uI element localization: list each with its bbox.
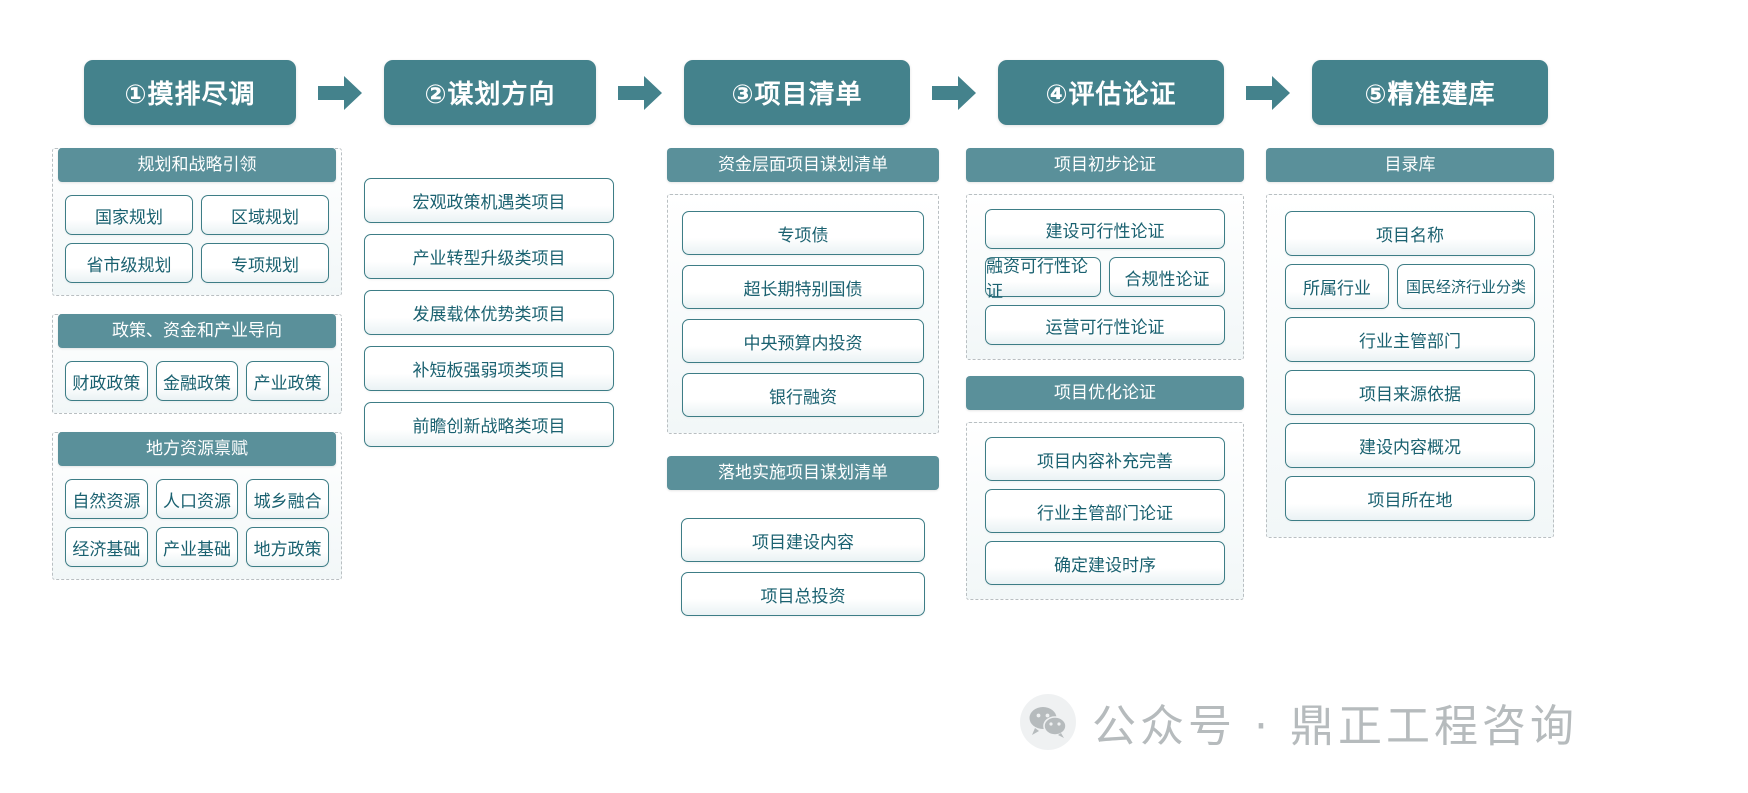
- cell-row: 项目所在地: [1285, 476, 1535, 521]
- item-cell[interactable]: 项目建设内容: [681, 518, 925, 562]
- item-cell[interactable]: 中央预算内投资: [682, 319, 924, 363]
- item-cell[interactable]: 人口资源: [155, 479, 239, 519]
- cell-row: 行业主管部门论证: [985, 489, 1225, 533]
- group-planning-directions: 宏观政策机遇类项目 产业转型升级类项目 发展载体优势类项目 补短板强弱项类项目 …: [364, 178, 614, 447]
- item-cell[interactable]: 前瞻创新战略类项目: [364, 402, 614, 447]
- right-arrow-icon: [1242, 72, 1294, 114]
- item-cell[interactable]: 发展载体优势类项目: [364, 290, 614, 335]
- cell-row: 行业主管部门: [1285, 317, 1535, 362]
- stage-header-5[interactable]: ⑤精准建库: [1312, 60, 1548, 125]
- item-cell[interactable]: 所属行业: [1285, 264, 1389, 309]
- column-4: 项目初步论证 建设可行性论证 融资可行性论证 合规性论证 运营可行性论证 项目优…: [966, 148, 1244, 614]
- cell-row: 项目内容补充完善: [985, 437, 1225, 481]
- item-cell[interactable]: 超长期特别国债: [682, 265, 924, 309]
- right-arrow-icon: [314, 72, 366, 114]
- cell-row: 建设可行性论证: [985, 209, 1225, 249]
- cell-row: 融资可行性论证 合规性论证: [985, 257, 1225, 301]
- stage-header-4[interactable]: ④评估论证: [998, 60, 1224, 125]
- group-band-label: 政策、资金和产业导向: [58, 314, 336, 348]
- cell-row: 项目来源依据: [1285, 370, 1535, 415]
- column-1: 规划和战略引领 国家规划 区域规划 省市级规划 专项规划 政策、资金和产业导向: [52, 148, 342, 594]
- group-band-label: 项目优化论证: [966, 376, 1244, 410]
- item-cell[interactable]: 省市级规划: [65, 243, 193, 283]
- item-cell[interactable]: 项目总投资: [681, 572, 925, 616]
- cell-row: 建设内容概况: [1285, 423, 1535, 468]
- cell-row: 国家规划 区域规划: [65, 195, 329, 235]
- item-cell[interactable]: 区域规划: [201, 195, 329, 235]
- item-cell[interactable]: 银行融资: [682, 373, 924, 417]
- column-2: 宏观政策机遇类项目 产业转型升级类项目 发展载体优势类项目 补短板强弱项类项目 …: [364, 178, 614, 447]
- item-cell[interactable]: 建设可行性论证: [985, 209, 1225, 249]
- cell-row: 经济基础 产业基础 地方政策: [65, 527, 330, 567]
- item-cell[interactable]: 运营可行性论证: [985, 305, 1225, 345]
- cell-row: 所属行业 国民经济行业分类: [1285, 264, 1535, 309]
- item-cell[interactable]: 专项债: [682, 211, 924, 255]
- column-5: 目录库 项目名称 所属行业 国民经济行业分类 行业主管部门 项目来源依据: [1266, 148, 1554, 552]
- stage-header-2[interactable]: ②谋划方向: [384, 60, 596, 125]
- item-cell[interactable]: 专项规划: [201, 243, 329, 283]
- cell-row: 确定建设时序: [985, 541, 1225, 585]
- item-cell[interactable]: 自然资源: [65, 479, 148, 519]
- group-band-label: 地方资源禀赋: [58, 432, 336, 466]
- cell-row: 自然资源 人口资源 城乡融合: [65, 479, 330, 519]
- stage-header-1[interactable]: ①摸排尽调: [84, 60, 296, 125]
- item-cell[interactable]: 行业主管部门: [1285, 317, 1535, 362]
- column-3: 资金层面项目谋划清单 专项债 超长期特别国债 中央预算内投资 银行融资 落地实施…: [667, 148, 939, 630]
- item-cell[interactable]: 补短板强弱项类项目: [364, 346, 614, 391]
- item-cell[interactable]: 产业政策: [246, 361, 330, 401]
- group-band-label: 规划和战略引领: [58, 148, 336, 182]
- stage-header-row: ①摸排尽调 ②谋划方向 ③项目清单 ④评估论证 ⑤精准建库: [0, 55, 1748, 130]
- item-cell[interactable]: 金融政策: [155, 361, 239, 401]
- group-catalog-library: 目录库 项目名称 所属行业 国民经济行业分类 行业主管部门 项目来源依据: [1266, 148, 1554, 538]
- cell-row: 财政政策 金融政策 产业政策: [65, 361, 330, 401]
- group-planning-strategy: 规划和战略引领 国家规划 区域规划 省市级规划 专项规划: [52, 148, 342, 296]
- group-band-label: 落地实施项目谋划清单: [667, 456, 939, 490]
- item-cell[interactable]: 项目所在地: [1285, 476, 1535, 521]
- cell-row: 项目名称: [1285, 211, 1535, 256]
- group-implementation-list: 落地实施项目谋划清单 项目建设内容 项目总投资: [667, 456, 939, 616]
- group-preliminary-appraisal: 项目初步论证 建设可行性论证 融资可行性论证 合规性论证 运营可行性论证: [966, 148, 1244, 360]
- group-funding-list: 资金层面项目谋划清单 专项债 超长期特别国债 中央预算内投资 银行融资: [667, 148, 939, 434]
- group-band-label: 目录库: [1266, 148, 1554, 182]
- item-cell[interactable]: 地方政策: [246, 527, 330, 567]
- item-cell[interactable]: 宏观政策机遇类项目: [364, 178, 614, 223]
- item-cell[interactable]: 行业主管部门论证: [985, 489, 1225, 533]
- item-cell[interactable]: 国家规划: [65, 195, 193, 235]
- right-arrow-icon: [614, 72, 666, 114]
- item-cell[interactable]: 财政政策: [65, 361, 148, 401]
- columns-area: 规划和战略引领 国家规划 区域规划 省市级规划 专项规划 政策、资金和产业导向: [0, 148, 1748, 788]
- group-band-label: 资金层面项目谋划清单: [667, 148, 939, 182]
- item-cell[interactable]: 项目来源依据: [1285, 370, 1535, 415]
- item-cell[interactable]: 项目名称: [1285, 211, 1535, 256]
- item-cell[interactable]: 产业转型升级类项目: [364, 234, 614, 279]
- item-cell[interactable]: 确定建设时序: [985, 541, 1225, 585]
- item-cell[interactable]: 经济基础: [65, 527, 148, 567]
- item-cell[interactable]: 项目内容补充完善: [985, 437, 1225, 481]
- group-local-resources: 地方资源禀赋 自然资源 人口资源 城乡融合 经济基础 产业基础 地方政策: [52, 432, 342, 580]
- right-arrow-icon: [928, 72, 980, 114]
- item-cell[interactable]: 国民经济行业分类: [1397, 264, 1535, 309]
- item-cell[interactable]: 建设内容概况: [1285, 423, 1535, 468]
- item-cell[interactable]: 合规性论证: [1109, 257, 1225, 297]
- group-band-label: 项目初步论证: [966, 148, 1244, 182]
- stage-header-3[interactable]: ③项目清单: [684, 60, 910, 125]
- item-cell[interactable]: 产业基础: [155, 527, 239, 567]
- item-cell[interactable]: 城乡融合: [246, 479, 330, 519]
- item-cell[interactable]: 融资可行性论证: [985, 257, 1101, 301]
- cell-row: 省市级规划 专项规划: [65, 243, 329, 283]
- group-optimization-appraisal: 项目优化论证 项目内容补充完善 行业主管部门论证 确定建设时序: [966, 376, 1244, 600]
- group-policy-capital-industry: 政策、资金和产业导向 财政政策 金融政策 产业政策: [52, 314, 342, 414]
- cell-row: 运营可行性论证: [985, 305, 1225, 345]
